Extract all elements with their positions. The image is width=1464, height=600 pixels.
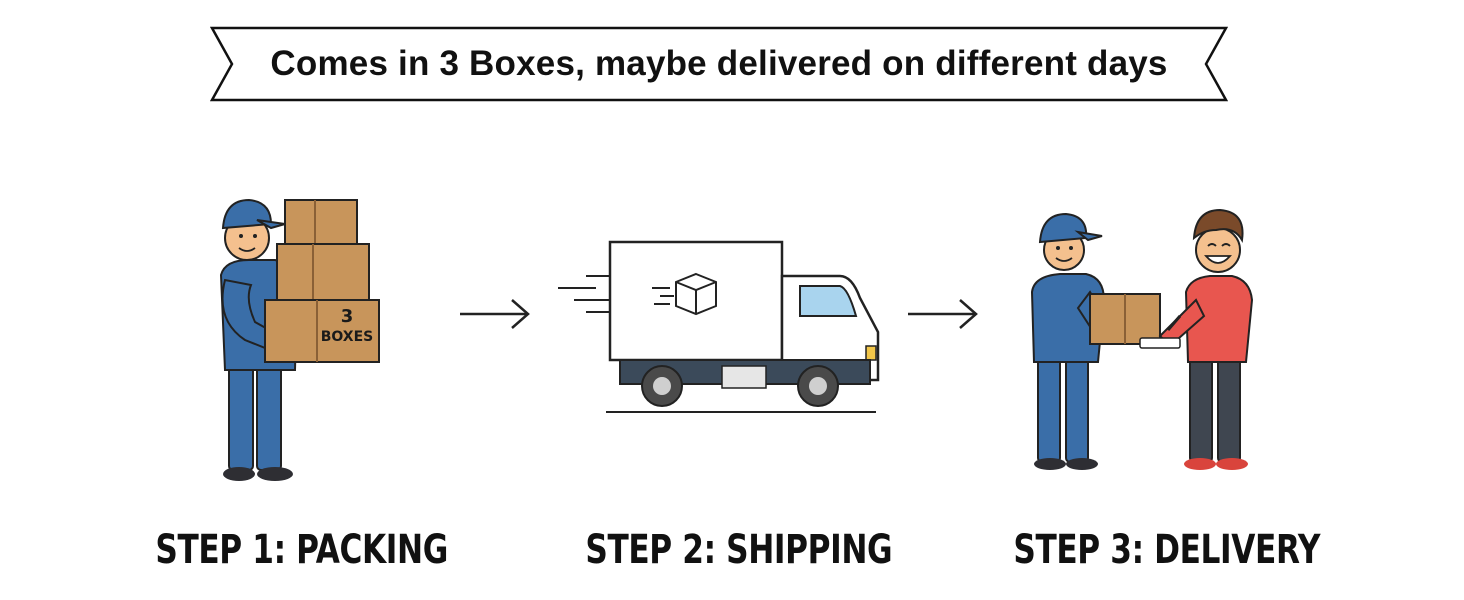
packing-worker-illustration: 3: [205, 190, 395, 495]
right-arrow-icon: [460, 299, 530, 329]
right-arrow-icon: [908, 299, 978, 329]
header-banner: Comes in 3 Boxes, maybe delivered on dif…: [210, 26, 1228, 102]
box-label: 3 BOXES: [318, 307, 376, 347]
delivery-truck-illustration: [556, 236, 886, 421]
ribbon-shape: [210, 26, 1228, 102]
box-label-number: 3: [340, 306, 354, 327]
step-2-label: STEP 2: SHIPPING: [585, 527, 893, 573]
package-icon: [652, 272, 717, 316]
step-3-label: STEP 3: DELIVERY: [1013, 527, 1321, 573]
package-handoff-illustration: [1020, 196, 1270, 481]
box-label-word: BOXES: [320, 329, 374, 345]
step-1-label: STEP 1: PACKING: [155, 527, 448, 573]
banner-title: Comes in 3 Boxes, maybe delivered on dif…: [270, 44, 1168, 83]
